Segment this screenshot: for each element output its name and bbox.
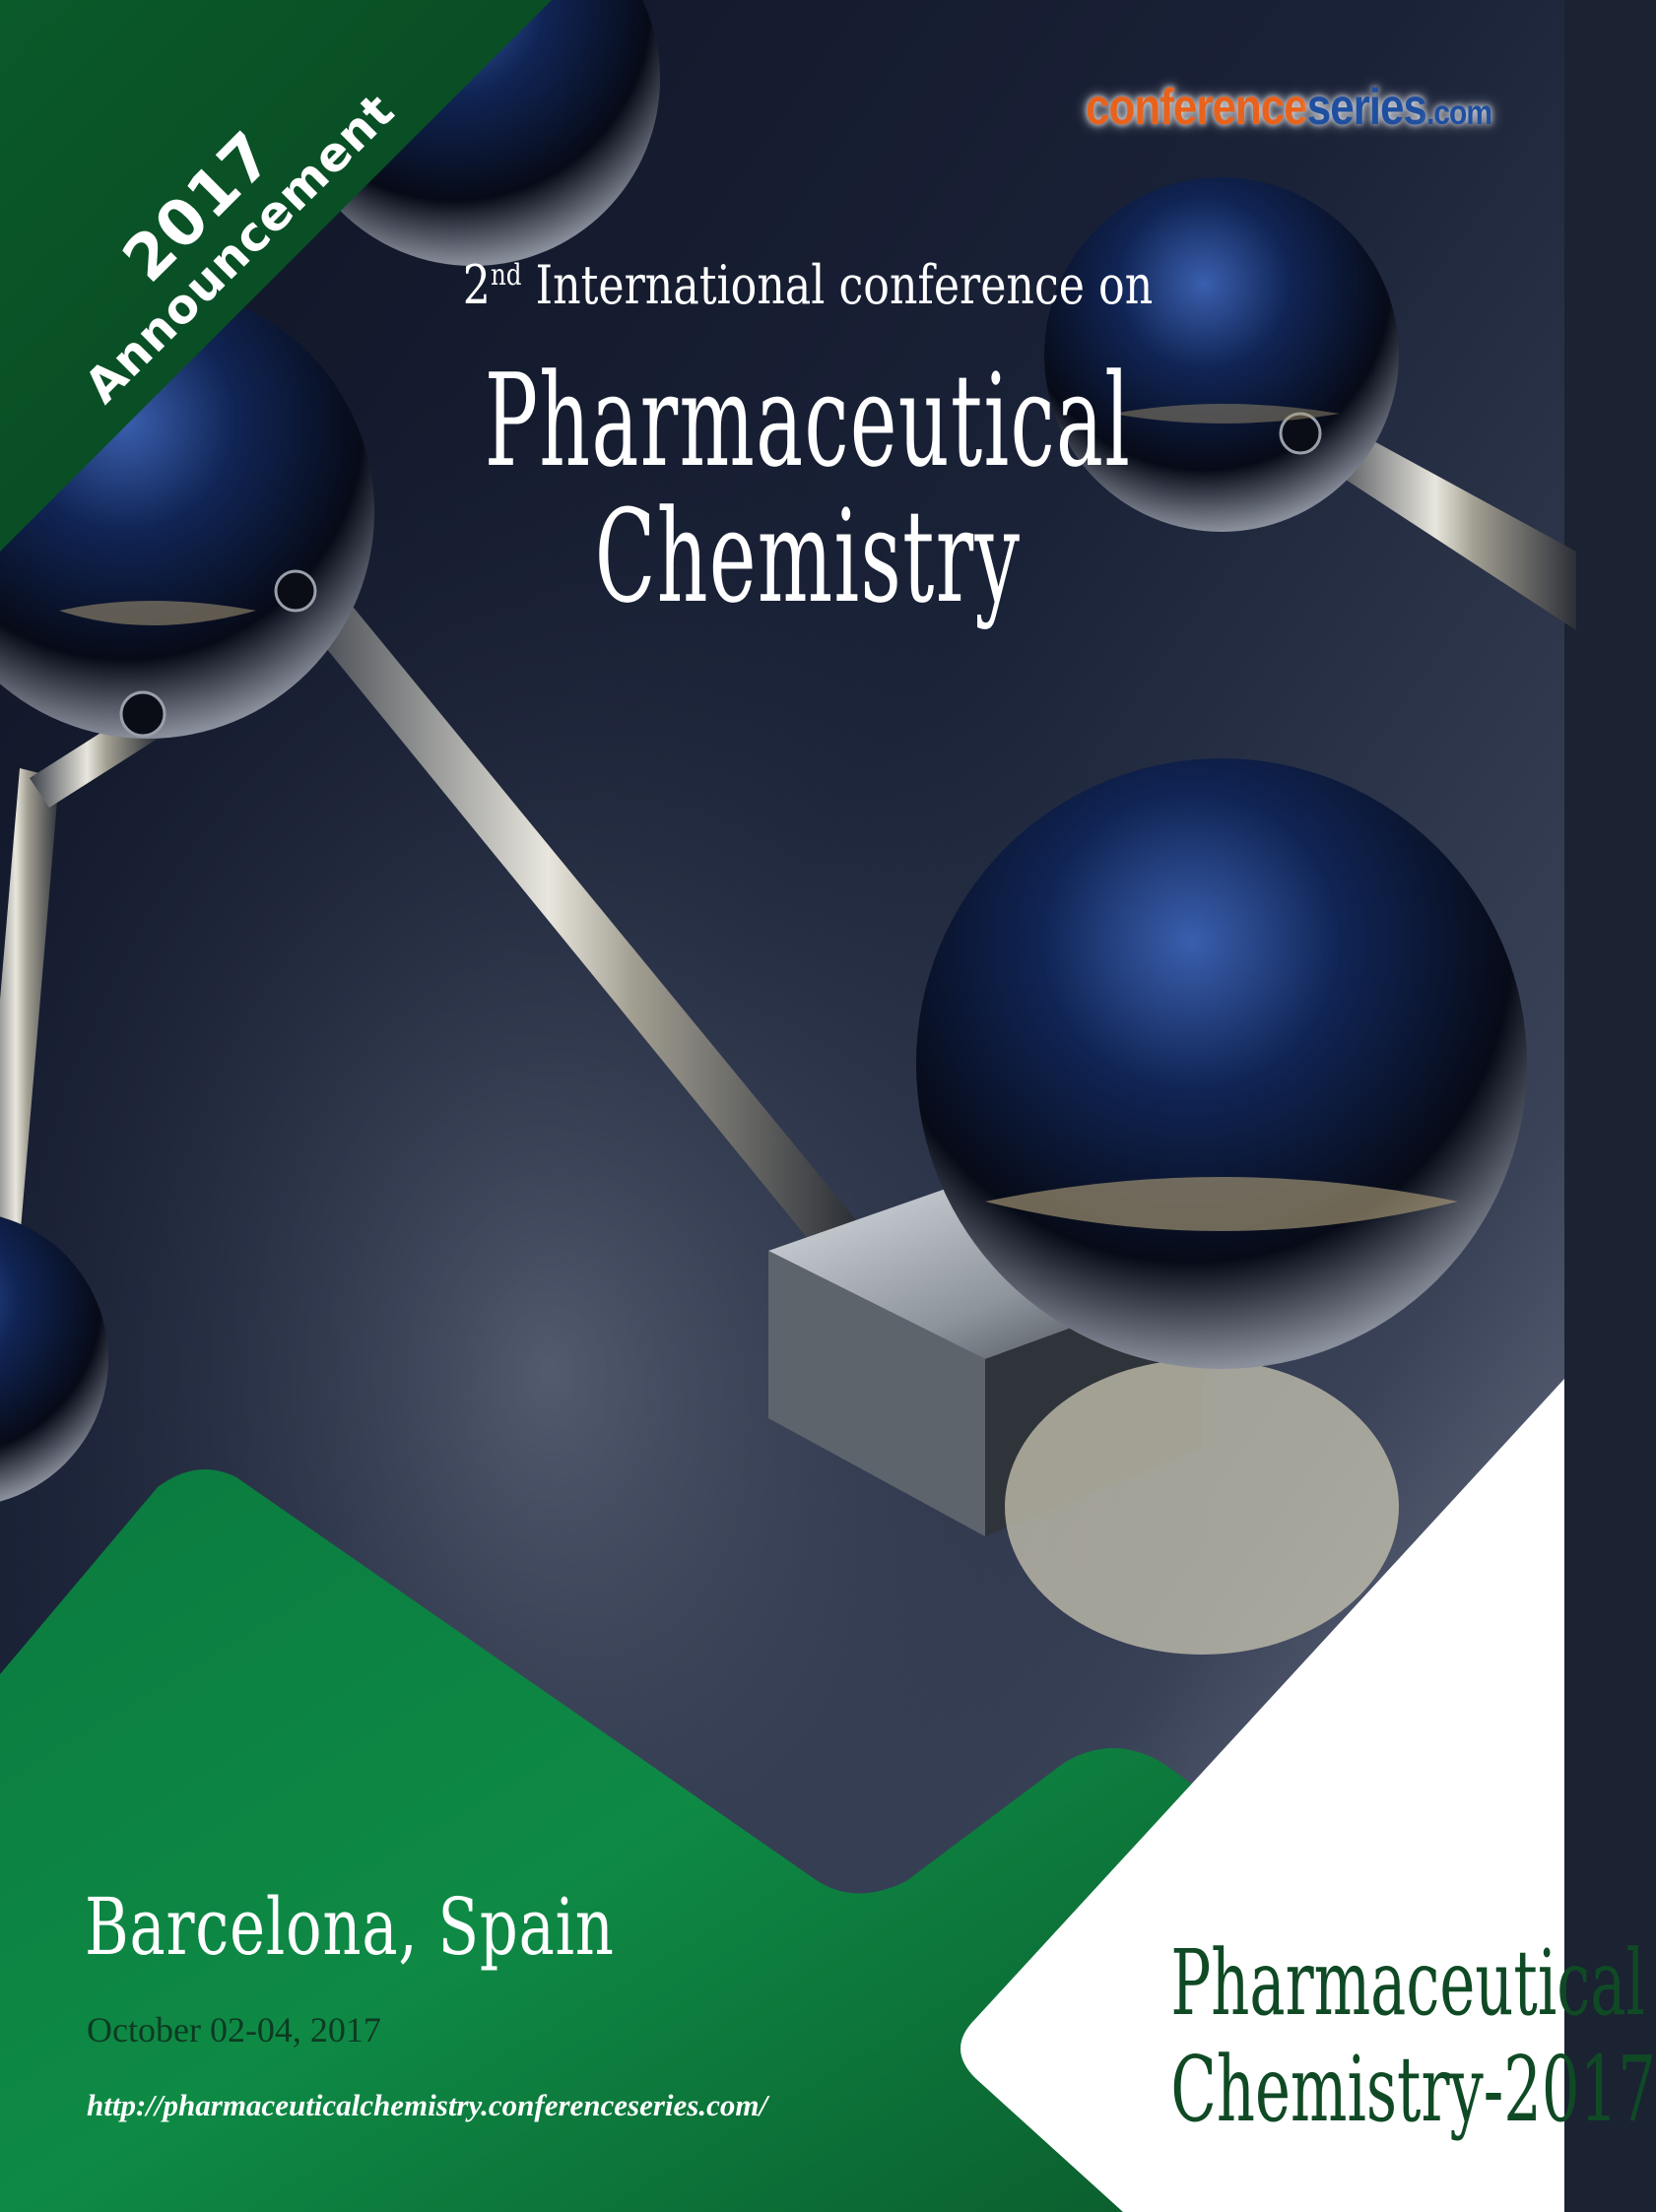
badge-line2: Chemistry-2017 bbox=[1170, 2037, 1656, 2142]
event-dates: October 02-04, 2017 bbox=[87, 2010, 381, 2049]
conference-title-line1: Pharmaceutical bbox=[484, 346, 1132, 495]
conference-subtitle: 2nd International conference on bbox=[146, 254, 1471, 316]
logo-part-domain: .com bbox=[1425, 94, 1492, 133]
background-artwork bbox=[0, 0, 1576, 2212]
event-location: Barcelona, Spain bbox=[85, 1881, 615, 1973]
badge-line1: Pharmaceutical bbox=[1170, 1930, 1645, 2036]
rod-diagonal bbox=[296, 591, 857, 1251]
conference-title-line2: Chemistry bbox=[594, 482, 1022, 631]
logo-part-conference: conference bbox=[1085, 79, 1308, 136]
sphere-large bbox=[916, 758, 1527, 1369]
sphere-bottom-left bbox=[0, 1216, 108, 1502]
corner-ribbon bbox=[0, 0, 552, 552]
subtitle-ordinal: 2 bbox=[462, 254, 491, 316]
subtitle-text: International conference on bbox=[521, 254, 1154, 316]
badge-background bbox=[960, 1379, 1564, 2212]
bottom-green-wedge bbox=[0, 1469, 1231, 2212]
subtitle-ordinal-suffix: nd bbox=[490, 258, 522, 293]
event-url-link[interactable]: http://pharmaceuticalchemistry.conferenc… bbox=[87, 2088, 768, 2122]
conferenceseries-logo[interactable]: conferenceseries.com bbox=[1085, 79, 1492, 137]
logo-part-series: series bbox=[1306, 79, 1427, 136]
